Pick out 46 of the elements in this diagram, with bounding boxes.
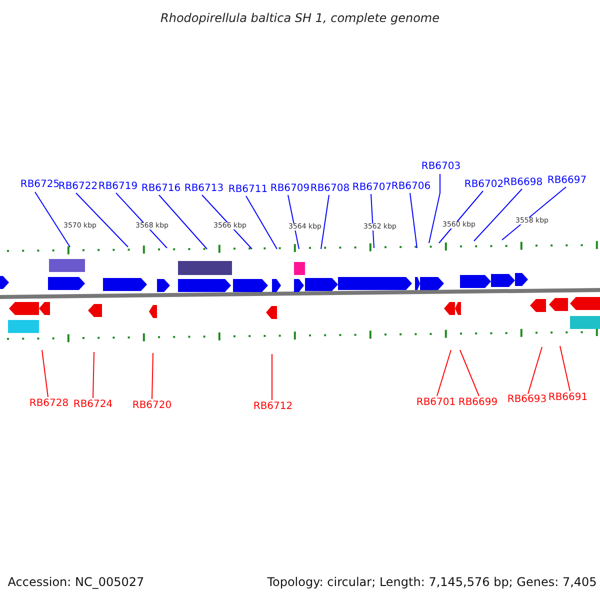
gene-label: RB6691	[548, 393, 588, 403]
accession-text: Accession: NC_005027	[8, 576, 144, 588]
gene-label: RB6706	[391, 182, 431, 192]
gene-label: RB6711	[228, 185, 268, 195]
gene-label: RB6713	[184, 184, 224, 194]
gene-label: RB6722	[58, 182, 98, 192]
gene-label: RB6707	[352, 183, 392, 193]
title: Rhodopirellula baltica SH 1, complete genome	[160, 12, 440, 24]
leader-line	[152, 352, 154, 400]
gene-label: RB6702	[464, 180, 504, 190]
leader-line	[320, 194, 330, 250]
gene-label: RB6703	[421, 162, 461, 172]
gene-label: RB6720	[132, 401, 172, 411]
leader-line	[560, 346, 570, 392]
gene-label: RB6698	[503, 178, 543, 188]
gene-label: RB6716	[141, 184, 181, 194]
gene-label: RB6728	[29, 399, 69, 409]
gene-label: RB6697	[547, 176, 587, 186]
leader-line	[474, 188, 522, 242]
leader-line	[34, 192, 70, 248]
leader-line	[436, 350, 452, 396]
leader-line	[158, 194, 208, 250]
leader-line	[502, 186, 566, 240]
leader-line	[42, 350, 48, 398]
gene-label: RB6725	[20, 180, 60, 190]
gene-label: RB6701	[416, 398, 456, 408]
gene-label: RB6719	[98, 182, 138, 192]
gene-label: RB6712	[253, 402, 293, 412]
gene-label: RB6693	[507, 395, 547, 405]
gene-label: RB6699	[458, 398, 498, 408]
leader-line	[370, 194, 374, 248]
leader-line	[76, 192, 128, 248]
leader-line	[460, 350, 480, 396]
gene-label: RB6709	[270, 184, 310, 194]
leader-line	[202, 194, 252, 250]
leader-line	[438, 190, 484, 244]
leader-line	[116, 192, 168, 248]
gene-label: RB6708	[310, 184, 350, 194]
leader-line	[410, 192, 418, 248]
leader-line	[92, 352, 94, 398]
leader-line	[528, 346, 542, 394]
genome-info-text: Topology: circular; Length: 7,145,576 bp; Genes: 7,405	[267, 576, 597, 588]
leader-line	[288, 194, 300, 250]
gene-label: RB6724	[73, 400, 113, 410]
leader-line	[428, 174, 440, 244]
leader-line	[246, 196, 278, 250]
